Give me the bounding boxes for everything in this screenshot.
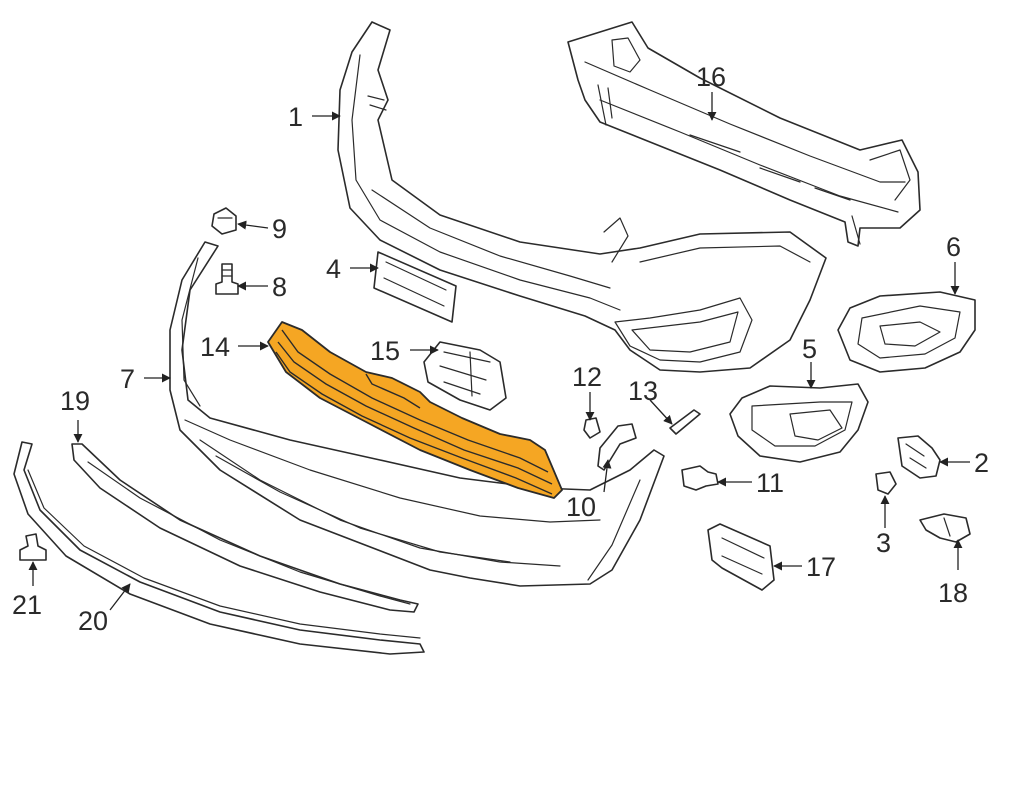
callout-10: 10 [566,492,596,522]
part-15-center-bracket [423,341,507,411]
callout-labels: 1 2 3 4 5 6 7 8 9 10 11 12 13 14 15 16 1… [12,62,989,636]
part-4-license-bracket [373,251,457,323]
callout-17: 17 [806,552,836,582]
part-16-reinforcement-beam [567,21,921,247]
callout-4: 4 [326,254,341,284]
part-19-lower-deflector [71,443,419,613]
callout-19: 19 [60,386,90,416]
callout-3: 3 [876,528,891,558]
callout-12: 12 [572,362,602,392]
leader-lines [28,92,970,611]
part-2-bracket [897,435,941,479]
callout-11: 11 [756,468,784,498]
part-12-bracket [583,417,601,439]
callout-21: 21 [12,590,42,620]
part-6-fog-bezel-right [837,291,976,373]
callout-13: 13 [628,376,658,406]
part-3-clip [875,471,897,495]
part-14-grille [267,321,563,499]
part-18-bracket [919,513,971,543]
callout-18: 18 [938,578,968,608]
part-17-module [707,523,775,591]
callout-8: 8 [272,272,287,302]
part-11-bolt [681,465,719,491]
callout-1: 1 [288,102,303,132]
part-7-lower-bumper-cover [169,241,665,587]
callout-5: 5 [802,334,817,364]
part-20-lower-trim [13,441,425,655]
part-13-strip [669,409,701,435]
part-9-clip [211,207,237,235]
callout-6: 6 [946,232,961,262]
part-21-clip [19,533,47,561]
part-10-bracket [597,423,637,471]
part-8-bolt [215,263,239,295]
grille-highlight [267,321,563,499]
callout-15: 15 [370,336,400,366]
part-1-upper-bumper-cover [337,21,827,373]
callout-14: 14 [200,332,230,362]
callout-7: 7 [120,364,135,394]
callout-2: 2 [974,448,989,478]
callout-16: 16 [696,62,726,92]
callout-20: 20 [78,606,108,636]
part-5-fog-bezel-left [729,383,869,463]
callout-9: 9 [272,214,287,244]
